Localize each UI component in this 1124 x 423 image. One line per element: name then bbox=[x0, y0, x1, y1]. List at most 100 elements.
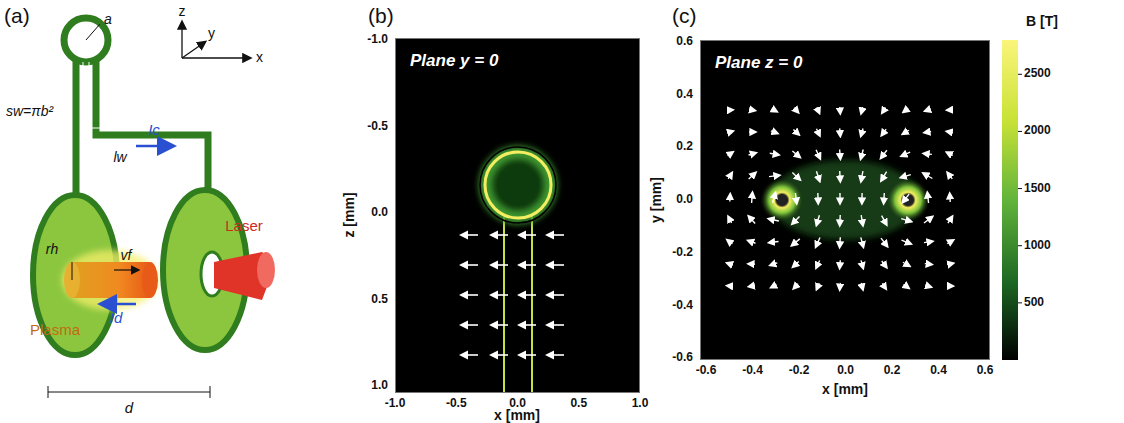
field-arrow bbox=[882, 129, 886, 135]
field-arrow bbox=[773, 193, 776, 203]
axis-name: y bbox=[208, 26, 215, 41]
field-arrow bbox=[925, 131, 931, 133]
field-arrow bbox=[492, 294, 508, 296]
field-arrow bbox=[548, 294, 564, 296]
field-arrow bbox=[817, 215, 820, 225]
tick-label: -1.0 bbox=[367, 33, 388, 46]
colorbar-title: B [T] bbox=[1026, 14, 1058, 29]
field-arrow bbox=[839, 237, 841, 247]
field-arrow bbox=[794, 284, 798, 288]
field-arrow bbox=[548, 264, 564, 266]
field-arrow bbox=[520, 324, 536, 326]
field-arrow bbox=[903, 130, 909, 134]
tick-label: 0.0 bbox=[676, 194, 693, 207]
field-arrow bbox=[749, 153, 756, 155]
field-arrow bbox=[947, 240, 953, 243]
tick-label: 0.4 bbox=[930, 364, 947, 377]
tick-label: -0.2 bbox=[672, 246, 693, 259]
field-arrow bbox=[839, 283, 841, 289]
field-arrow bbox=[792, 239, 800, 245]
field-arrow bbox=[729, 195, 731, 202]
field-arrow bbox=[861, 150, 863, 159]
field-arrow bbox=[793, 262, 798, 267]
field-arrow bbox=[881, 238, 887, 246]
dimension: rh bbox=[46, 242, 58, 257]
field-arrow bbox=[927, 193, 928, 203]
field-arrow bbox=[816, 238, 820, 247]
field-arrow bbox=[793, 130, 798, 135]
part-label: Laser bbox=[225, 218, 263, 235]
field-arrow bbox=[816, 150, 820, 158]
field-arrow bbox=[816, 129, 819, 136]
tick-label: -0.5 bbox=[367, 120, 388, 133]
field-arrow bbox=[462, 294, 478, 296]
plot-title: Plane z = 0 bbox=[715, 53, 802, 73]
axis-title: x [mm] bbox=[494, 408, 540, 423]
field-arrow bbox=[792, 151, 799, 157]
axis-name: z bbox=[179, 4, 186, 19]
field-arrow bbox=[839, 128, 841, 135]
field-arrow bbox=[769, 175, 779, 176]
field-arrow bbox=[924, 174, 933, 179]
field-arrow bbox=[749, 217, 755, 224]
field-arrow bbox=[839, 193, 840, 203]
field-map-y0 bbox=[395, 38, 640, 393]
field-arrow bbox=[924, 153, 932, 155]
field-arrow bbox=[949, 194, 951, 202]
field-arrow bbox=[947, 153, 953, 156]
field-arrow bbox=[882, 261, 887, 267]
tick-label: -0.4 bbox=[742, 364, 763, 377]
plot-title: Plane y = 0 bbox=[410, 51, 498, 71]
tick-label: 1.0 bbox=[371, 379, 388, 392]
field-arrow bbox=[902, 240, 911, 244]
field-arrow bbox=[861, 193, 863, 203]
field-arrow bbox=[947, 285, 952, 287]
field-arrow bbox=[793, 216, 800, 223]
axis-title: y [mm] bbox=[649, 177, 664, 223]
field-arrow bbox=[462, 354, 478, 356]
field-arrow bbox=[839, 171, 841, 181]
field-arrow bbox=[771, 263, 778, 265]
coil-target bbox=[33, 18, 275, 398]
field-arrow bbox=[839, 260, 841, 268]
field-arrow bbox=[883, 193, 885, 203]
field-arrow bbox=[817, 283, 819, 289]
field-arrow bbox=[520, 234, 536, 236]
field-arrow bbox=[492, 324, 508, 326]
field-arrow bbox=[817, 107, 819, 113]
field-arrow bbox=[795, 193, 796, 203]
tick-label: 2500 bbox=[1024, 68, 1051, 81]
field-arrow bbox=[769, 219, 779, 221]
field-arrow bbox=[548, 234, 564, 236]
field-arrow bbox=[772, 109, 777, 112]
tick-label: -0.2 bbox=[789, 364, 810, 377]
field-arrow bbox=[727, 131, 732, 132]
field-arrow bbox=[924, 217, 932, 223]
field-arrow bbox=[749, 173, 756, 179]
tick-label: -1.0 bbox=[385, 397, 406, 410]
plot-frame: Plane z = 0 bbox=[700, 40, 990, 360]
field-arrow bbox=[882, 108, 885, 113]
field-arrow bbox=[861, 283, 863, 289]
field-arrow bbox=[771, 131, 777, 133]
field-arrow bbox=[861, 171, 863, 181]
field-arrow bbox=[882, 216, 887, 225]
field-arrow bbox=[817, 193, 819, 203]
field-arrow bbox=[520, 294, 536, 296]
panel-letter: (a) bbox=[4, 4, 30, 27]
tick-label: 1500 bbox=[1024, 182, 1051, 195]
field-arrow bbox=[861, 237, 863, 246]
tick-label: 0.6 bbox=[977, 364, 994, 377]
panel-letter: (c) bbox=[672, 4, 697, 27]
dimension: a bbox=[104, 12, 112, 27]
field-arrow bbox=[462, 234, 478, 236]
field-arrow bbox=[816, 171, 819, 180]
tick-label: -0.6 bbox=[672, 352, 693, 365]
dimension: d bbox=[125, 400, 133, 417]
dimension: sw=πb² bbox=[6, 104, 53, 119]
field-arrow bbox=[904, 284, 909, 287]
dimension: vf bbox=[121, 248, 132, 263]
tick-label: 0.6 bbox=[676, 35, 693, 48]
field-arrow bbox=[749, 285, 754, 287]
axis-title: z [mm] bbox=[342, 192, 357, 237]
